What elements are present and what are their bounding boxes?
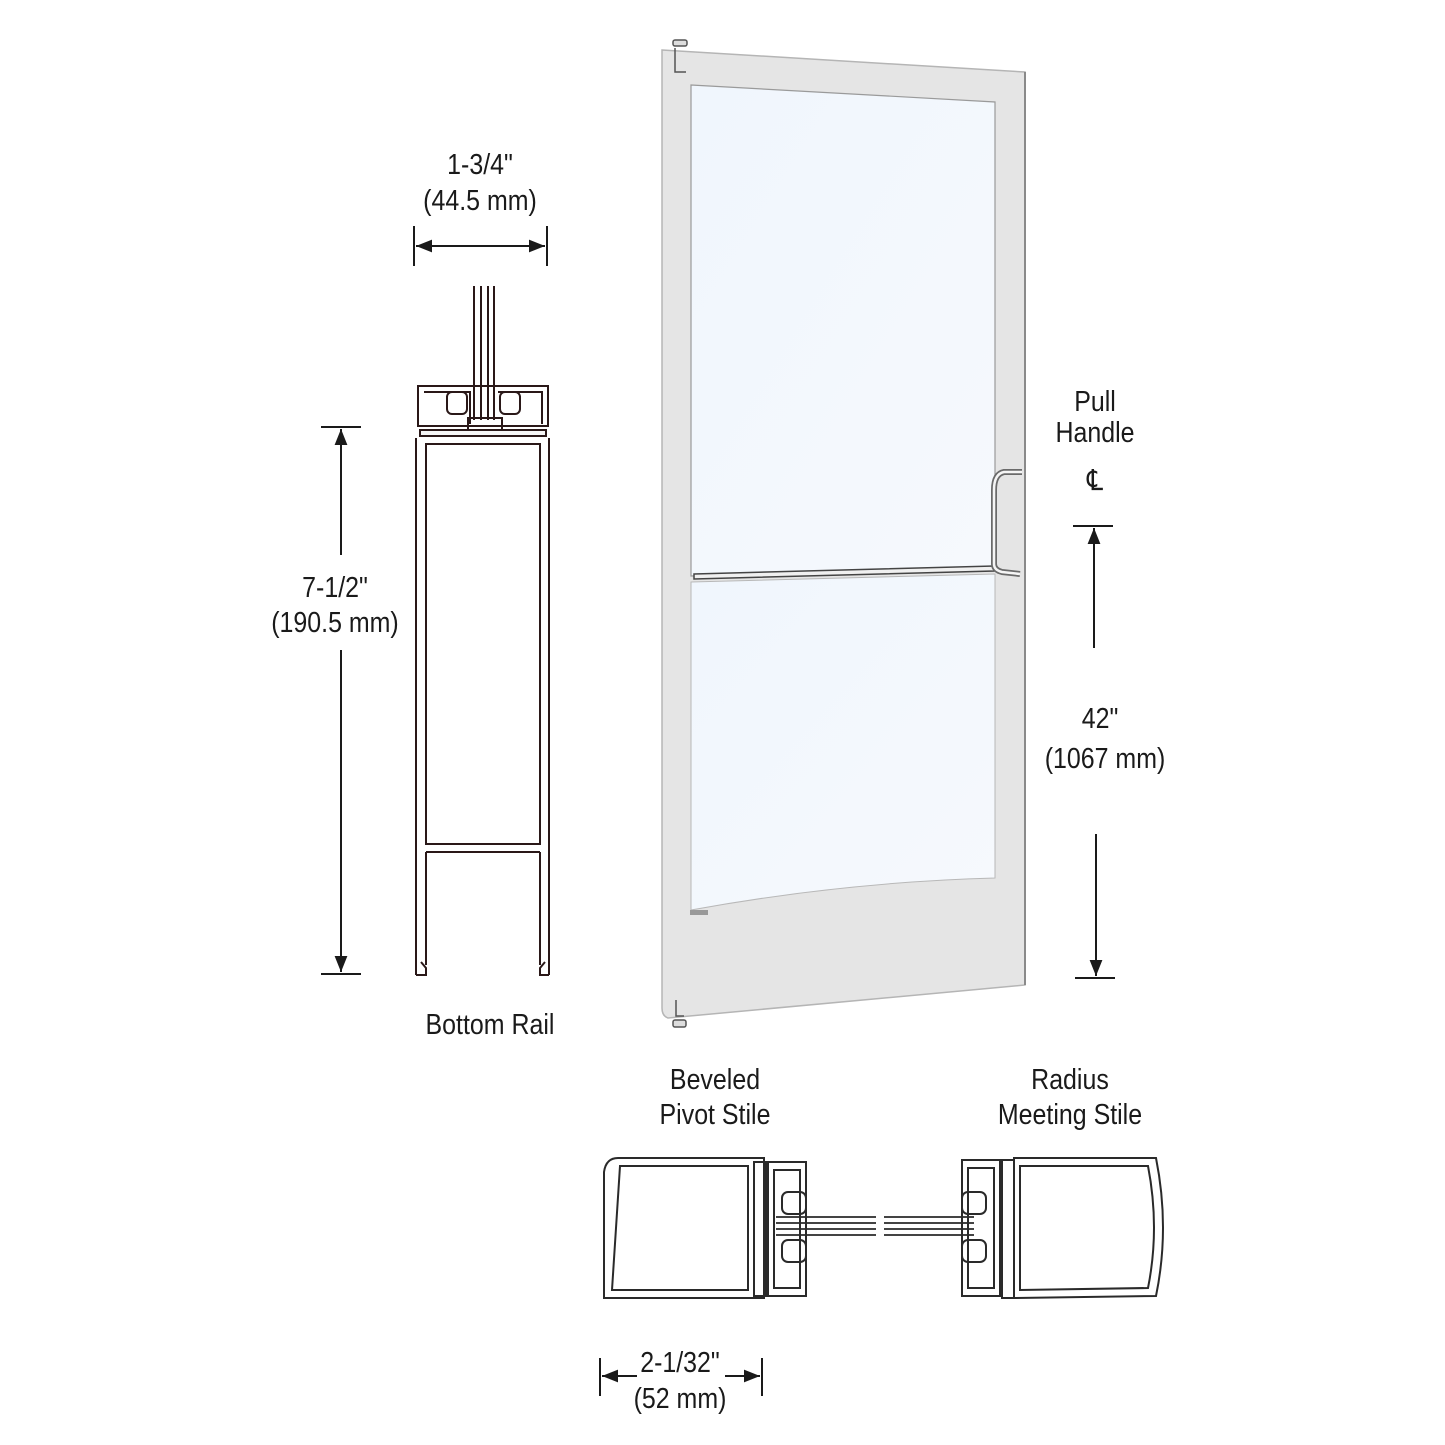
pull-handle-height-imperial: 42"	[1081, 703, 1119, 735]
glass-infill-section	[776, 1216, 974, 1236]
door-elevation	[661, 39, 1026, 1028]
bottom-rail-label: Bottom Rail	[425, 1009, 555, 1041]
pull-handle	[991, 469, 1022, 577]
top-rail-width-metric: (44.5 mm)	[423, 185, 537, 217]
bottom-rail-height-dimension	[321, 426, 361, 975]
pull-handle-label-line1: Pull	[1074, 386, 1116, 418]
centerline-symbol: ℄	[1086, 465, 1104, 497]
meeting-stile-label-line2: Meeting Stile	[997, 1099, 1143, 1131]
threshold-notch	[690, 910, 708, 915]
top-pivot	[672, 39, 688, 73]
pivot-stile-width-imperial: 2-1/32"	[640, 1347, 720, 1379]
bottom-rail-profile	[415, 286, 550, 976]
radius-meeting-stile-section	[961, 1157, 1164, 1300]
bottom-pivot	[672, 1000, 687, 1028]
top-rail-width-imperial: 1-3/4"	[447, 149, 513, 181]
top-rail-width-dimension	[413, 226, 548, 266]
bottom-rail-height-imperial: 7-1/2"	[302, 572, 368, 604]
meeting-stile-label-line1: Radius	[1031, 1064, 1109, 1096]
pivot-stile-width-metric: (52 mm)	[633, 1383, 727, 1415]
bottom-rail-height-metric: (190.5 mm)	[271, 607, 399, 639]
pull-handle-label-line2: Handle	[1055, 417, 1135, 449]
pivot-stile-label-line1: Beveled	[669, 1064, 761, 1096]
pull-handle-height-dimension	[1073, 525, 1115, 979]
pivot-stile-label-line2: Pivot Stile	[659, 1099, 771, 1131]
pivot-stile-width-dimension	[599, 1358, 763, 1396]
beveled-pivot-stile-section	[603, 1157, 807, 1299]
pull-handle-height-metric: (1067 mm)	[1044, 743, 1166, 775]
